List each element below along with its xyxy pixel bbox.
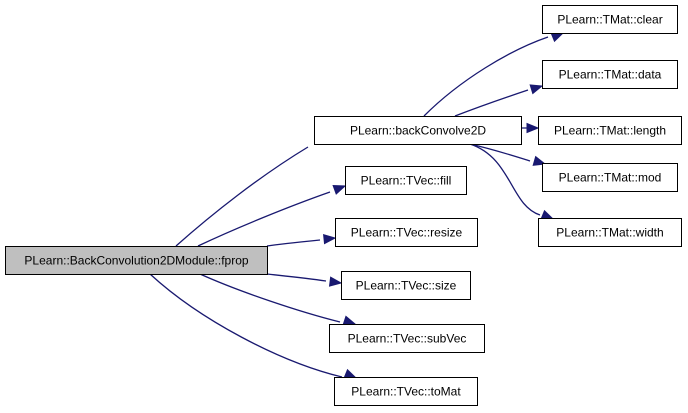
node-label: PLearn::TMat::width: [556, 226, 663, 240]
arrowhead-icon: [540, 209, 555, 220]
node-data[interactable]: PLearn::TMat::data: [542, 60, 678, 89]
node-box: [335, 218, 478, 247]
edge-line: [266, 239, 321, 247]
edge-root-to-backConvolve2D: [175, 134, 342, 247]
node-label: PLearn::BackConvolution2DModule::fprop: [24, 254, 248, 268]
node-box: [5, 246, 268, 275]
edge-line: [423, 36, 549, 117]
node-box: [329, 324, 485, 353]
edge-line: [469, 143, 541, 216]
node-width[interactable]: PLearn::TMat::width: [538, 218, 682, 247]
edge-backConvolve2D-to-length: [520, 122, 540, 134]
node-subVec[interactable]: PLearn::TVec::subVec: [329, 324, 485, 353]
node-clear[interactable]: PLearn::TMat::clear: [542, 5, 678, 34]
node-box: [314, 116, 522, 145]
edge-line: [149, 273, 343, 378]
arrowhead-icon: [342, 315, 357, 326]
node-label: PLearn::TVec::fill: [361, 174, 452, 188]
edge-line: [199, 273, 341, 323]
node-label: PLearn::TVec::size: [356, 279, 457, 293]
edge-line: [175, 146, 309, 247]
edge-backConvolve2D-to-mod: [469, 143, 547, 166]
arrowhead-icon: [526, 122, 540, 134]
node-toMat[interactable]: PLearn::TVec::toMat: [334, 377, 478, 406]
node-label: PLearn::TVec::toMat: [351, 385, 461, 399]
node-box: [341, 271, 471, 300]
node-box: [542, 60, 678, 89]
edge-line: [454, 89, 529, 117]
node-mod[interactable]: PLearn::TMat::mod: [542, 163, 678, 192]
edge-line: [197, 191, 331, 247]
node-label: PLearn::TMat::mod: [559, 171, 662, 185]
arrowhead-icon: [323, 233, 337, 245]
arrowhead-icon: [328, 276, 343, 287]
node-length[interactable]: PLearn::TMat::length: [538, 116, 682, 145]
node-size[interactable]: PLearn::TVec::size: [341, 271, 471, 300]
node-box: [345, 166, 467, 195]
edge-backConvolve2D-to-clear: [423, 32, 565, 117]
node-box: [542, 163, 678, 192]
node-backConvolve2D[interactable]: PLearn::backConvolve2D: [314, 116, 522, 145]
node-box: [538, 116, 682, 145]
node-box: [538, 218, 682, 247]
nodes-layer: PLearn::BackConvolution2DModule::fpropPL…: [5, 5, 682, 406]
edge-root-to-toMat: [149, 273, 358, 379]
node-fill[interactable]: PLearn::TVec::fill: [345, 166, 467, 195]
arrowhead-icon: [529, 84, 544, 95]
node-label: PLearn::TVec::subVec: [348, 332, 467, 346]
arrowhead-icon: [332, 185, 347, 195]
arrowhead-icon: [343, 368, 358, 379]
node-resize[interactable]: PLearn::TVec::resize: [335, 218, 478, 247]
edge-line: [266, 273, 327, 282]
edge-root-to-resize: [266, 233, 337, 247]
edge-root-to-fill: [197, 185, 347, 247]
node-box: [542, 5, 678, 34]
node-root: PLearn::BackConvolution2DModule::fprop: [5, 246, 268, 275]
node-box: [334, 377, 478, 406]
edges-layer: [149, 32, 565, 379]
node-label: PLearn::TMat::clear: [557, 13, 662, 27]
edge-line: [469, 143, 531, 162]
edge-root-to-size: [266, 273, 343, 287]
node-label: PLearn::TMat::data: [559, 68, 662, 82]
node-label: PLearn::TMat::length: [554, 124, 666, 138]
arrowhead-icon: [550, 32, 565, 43]
node-label: PLearn::backConvolve2D: [350, 124, 486, 138]
node-label: PLearn::TVec::resize: [351, 226, 463, 240]
edge-backConvolve2D-to-data: [454, 84, 544, 117]
